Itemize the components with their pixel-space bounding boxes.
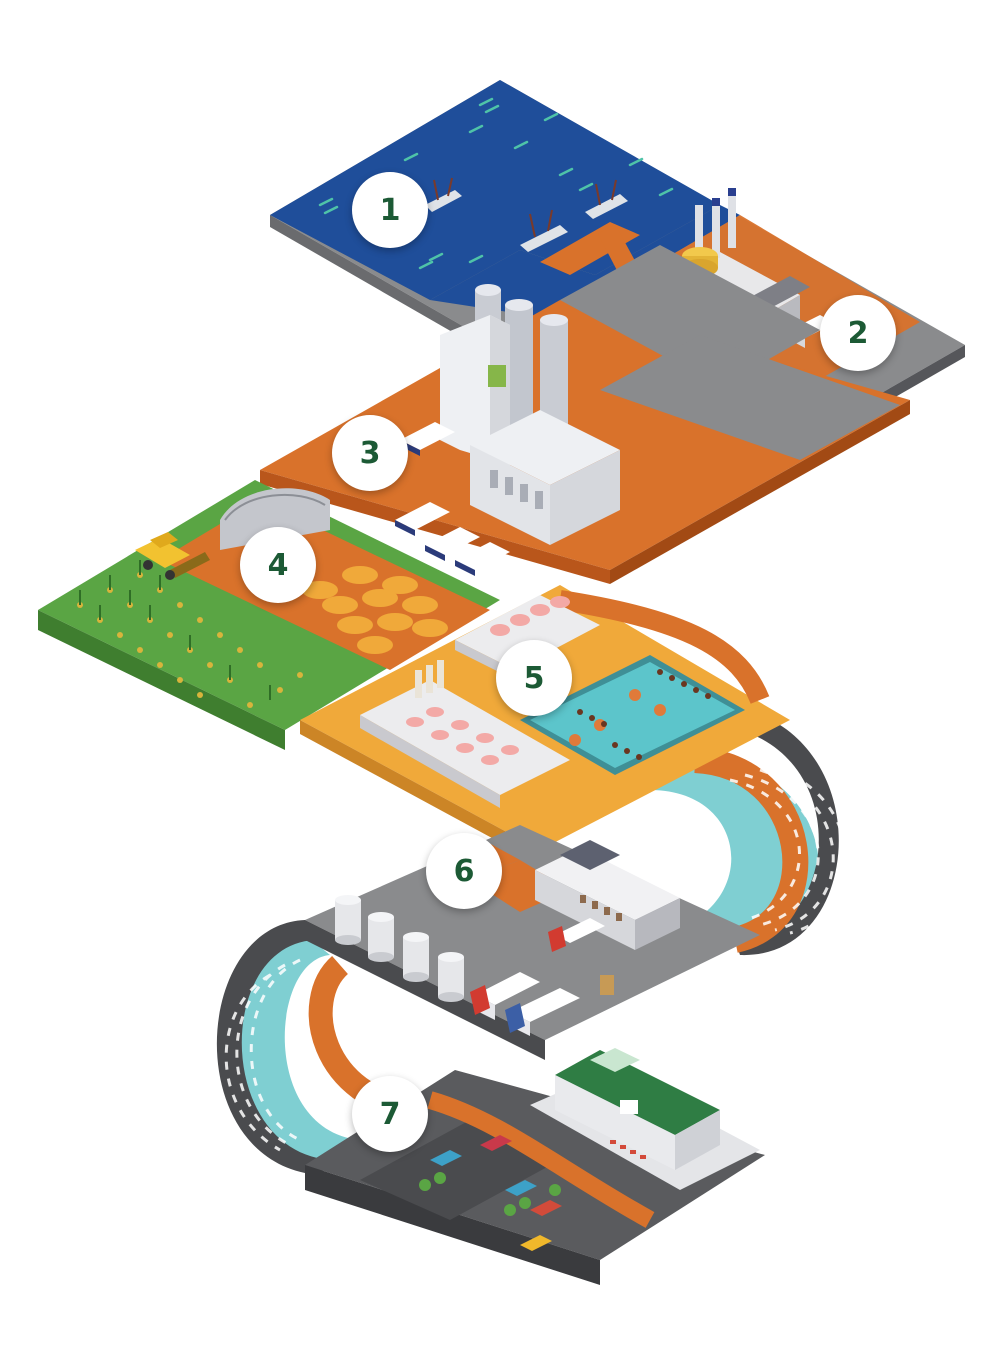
greenhouse — [220, 488, 330, 550]
stage-badge-5: 5 — [496, 640, 572, 716]
tube-curve-upper — [640, 705, 848, 956]
stage-badge-4: 4 — [240, 527, 316, 603]
aquaculture-pond — [520, 655, 745, 775]
stage-badge-3: 3 — [332, 415, 408, 491]
storage-tank-icon — [335, 895, 464, 1002]
truck-icon — [470, 918, 605, 1036]
level-crop-field — [38, 480, 500, 750]
stage-badge-1: 1 — [352, 172, 428, 248]
pig-icon — [490, 596, 570, 636]
stage-badge-2: 2 — [820, 295, 896, 371]
fishing-boat-icon — [425, 177, 462, 212]
processing-building — [535, 840, 680, 950]
barn-lower — [360, 660, 570, 808]
level-processing-logistics — [305, 825, 760, 1060]
level-feed-mill — [260, 245, 910, 584]
level-livestock-aquaculture — [300, 585, 790, 864]
stage-badge-6: 6 — [426, 833, 502, 909]
car-icon — [430, 1135, 562, 1251]
store-icon — [555, 1048, 720, 1170]
truck-icon — [395, 422, 510, 570]
fishing-boat-icon — [520, 209, 568, 252]
fishing-boat-icon — [585, 179, 628, 219]
harvester-icon — [135, 532, 210, 580]
stage-badge-7: 7 — [352, 1076, 428, 1152]
